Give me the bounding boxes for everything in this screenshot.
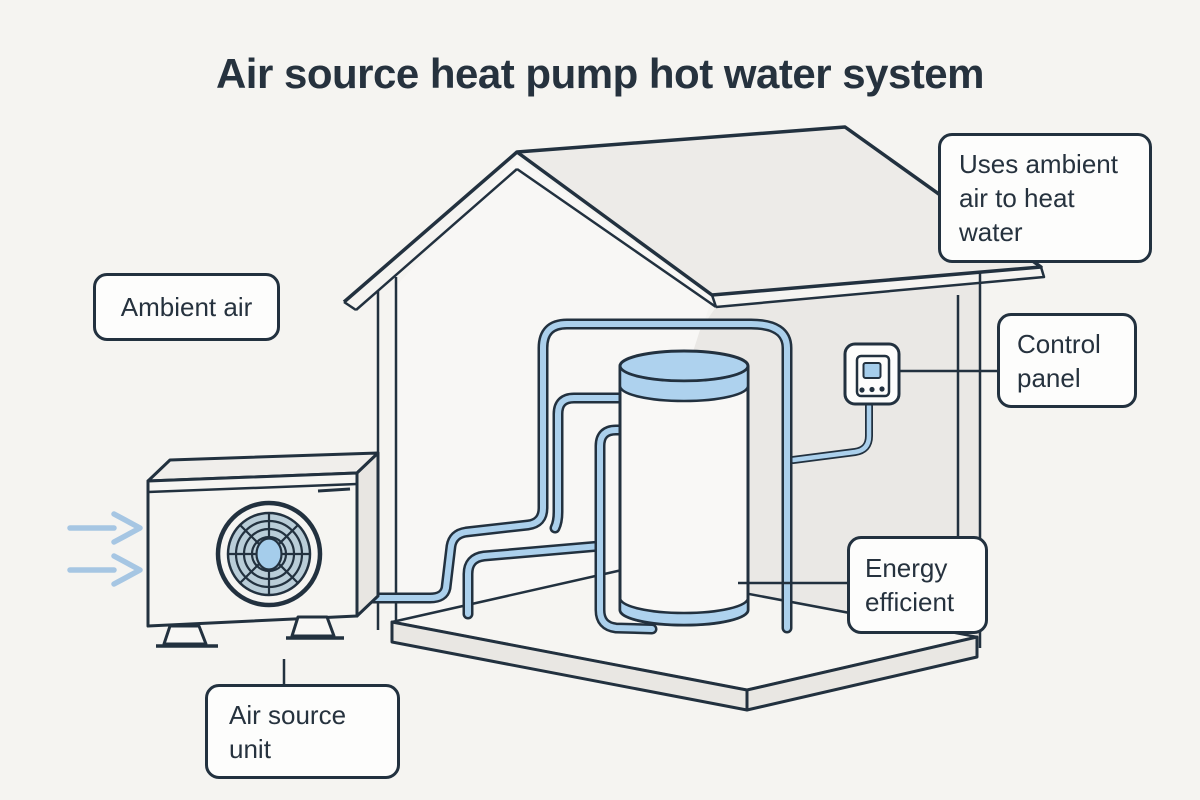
heat-pump-unit	[146, 451, 380, 648]
roof-fascia-lines	[343, 167, 1046, 312]
control-panel-buttons	[859, 386, 885, 393]
leader-lines	[282, 369, 997, 685]
unit-lid-seam	[147, 482, 358, 494]
label-control-panel: Control panel	[997, 313, 1137, 408]
airflow-arrow-top	[67, 511, 143, 545]
roof-gable-left-slope	[342, 150, 519, 304]
floor-slab-front-right	[745, 635, 979, 712]
unit-feet-bases	[156, 636, 344, 648]
fan-spokes	[228, 513, 310, 595]
airflow-arrow-bottom	[67, 553, 143, 587]
hot-water-tank	[618, 349, 750, 627]
page-title: Air source heat pump hot water system	[215, 50, 985, 97]
control-panel-icon	[843, 342, 901, 406]
label-air-source-unit: Air source unit	[205, 684, 400, 779]
fan-hub	[255, 537, 283, 571]
label-uses-ambient-air: Uses ambient air to heat water	[938, 133, 1152, 263]
airflow-arrows-icon	[67, 511, 143, 587]
unit-feet	[162, 615, 336, 646]
label-energy-efficient: Energy efficient	[847, 536, 988, 634]
tank-body	[618, 366, 750, 627]
unit-vent-dash	[317, 487, 351, 493]
tank-neck-band	[618, 364, 750, 403]
unit-side-face	[355, 451, 380, 618]
fan-icon	[215, 500, 323, 608]
tank-base-band	[618, 596, 750, 627]
label-ambient-air: Ambient air	[93, 273, 280, 341]
